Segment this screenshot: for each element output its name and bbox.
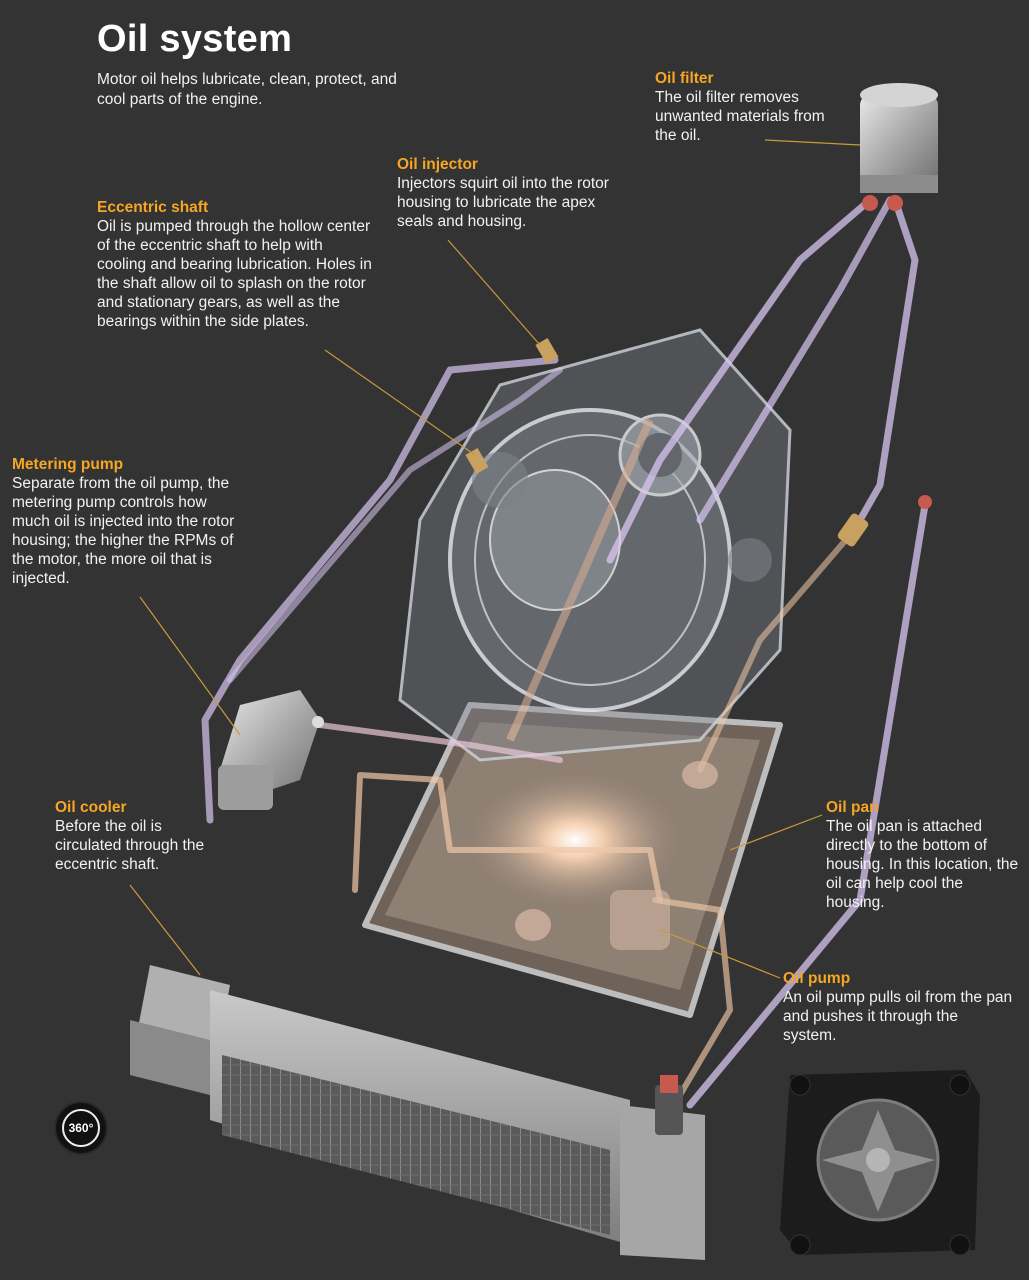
metering-pump-shape (218, 690, 324, 810)
callout-text: Before the oil is circulated through the… (55, 818, 205, 873)
oil-filter-shape (860, 83, 938, 211)
callout-heading: Oil pump (783, 970, 851, 987)
callout-text: The oil filter removes unwanted material… (655, 89, 825, 144)
callout-heading: Eccentric shaft (97, 199, 209, 216)
callout-text: Injectors squirt oil into the rotor hous… (397, 175, 609, 230)
rotate-360-button[interactable]: 360° (54, 1101, 108, 1155)
rotate-360-label: 360° (68, 1121, 94, 1135)
intro-text: Motor oil helps lubricate, clean, protec… (97, 71, 397, 108)
oil-pickups (515, 761, 718, 950)
rotate-360-icon: 360° (62, 1109, 100, 1147)
oil-injectors (465, 337, 932, 547)
callout-eccentric-shaft: Eccentric shaft Oil is pumped through th… (97, 198, 372, 331)
callout-text: The oil pan is attached directly to the … (826, 818, 1019, 911)
callout-oil-filter: Oil filter The oil filter removes unwant… (655, 69, 845, 145)
callout-text: An oil pump pulls oil from the pan and p… (783, 989, 1013, 1044)
callout-heading: Oil pan (826, 799, 879, 816)
callout-heading: Oil cooler (55, 799, 127, 816)
oil-lines (201, 196, 929, 1109)
oil-cooler-shape (130, 965, 705, 1260)
oil-pump-detail (780, 1070, 980, 1256)
callout-heading: Oil filter (655, 70, 714, 87)
callout-text: Separate from the oil pump, the metering… (12, 475, 235, 587)
page-title: Oil system (97, 18, 293, 60)
callout-heading: Metering pump (12, 456, 124, 473)
callout-heading: Oil injector (397, 156, 478, 173)
callout-oil-pan: Oil pan The oil pan is attached directly… (826, 798, 1021, 912)
leader-lines (129, 139, 861, 979)
callout-metering-pump: Metering pump Separate from the oil pump… (12, 455, 237, 588)
callout-oil-injector: Oil injector Injectors squirt oil into t… (397, 155, 629, 231)
callout-oil-pump: Oil pump An oil pump pulls oil from the … (783, 969, 1013, 1045)
callout-text: Oil is pumped through the hollow center … (97, 218, 372, 330)
callout-oil-cooler: Oil cooler Before the oil is circulated … (55, 798, 205, 874)
